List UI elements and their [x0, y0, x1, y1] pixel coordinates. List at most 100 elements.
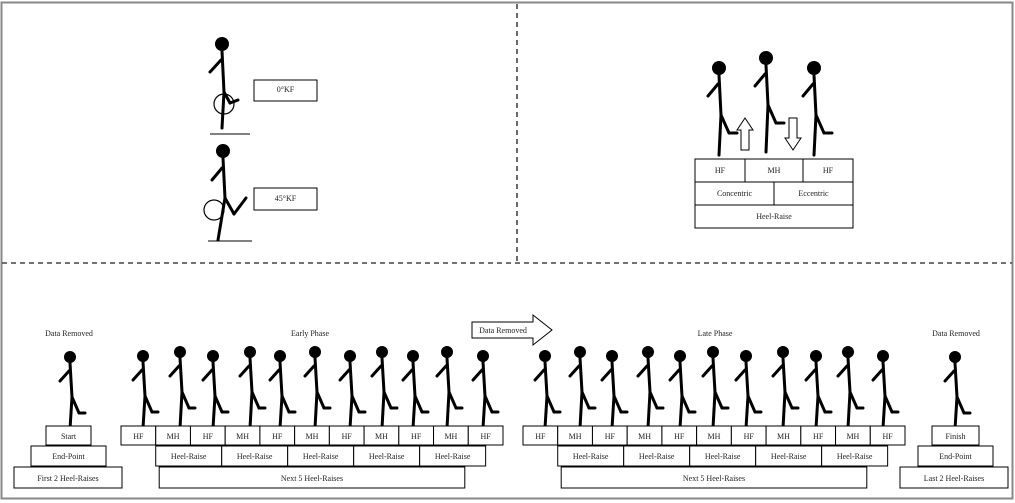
- knee-circle-0kf: [213, 93, 235, 115]
- figure-early-7: [338, 350, 367, 430]
- late-row2-cell: [821, 445, 889, 467]
- finish-label: Finish: [945, 432, 966, 441]
- early-phase-grid: [120, 425, 504, 489]
- late-row3-label: Next 5 Heel-Raises: [682, 474, 746, 483]
- early-phase-label: Early Phase: [291, 329, 329, 338]
- early-row1-cell: [467, 425, 504, 446]
- first-heel-raises-label: First 2 Heel-Raises: [37, 474, 99, 483]
- figure-late-2: [568, 346, 597, 430]
- early-row1-label: HF: [480, 432, 491, 441]
- early-row2-label: Heel-Raise: [434, 452, 471, 461]
- first-heel-raises-box: [13, 466, 123, 489]
- early-row2-label: Heel-Raise: [170, 452, 207, 461]
- figure-late-10: [836, 346, 865, 430]
- late-row1-label: HF: [674, 432, 685, 441]
- knee-circle-45kf: [203, 199, 225, 221]
- heel-raise-label: Heel-Raise: [756, 212, 792, 221]
- top-left-panel: [203, 37, 318, 242]
- figure-0kf: [208, 37, 240, 130]
- last-heel-raises-box: [899, 466, 1009, 489]
- data-removed-left-label: Data Removed: [45, 329, 93, 338]
- figure-late-7: [734, 350, 763, 430]
- condition-label-45kf: 45°KF: [274, 194, 297, 203]
- figure-early-6: [303, 346, 332, 430]
- late-row1-label: MH: [568, 432, 582, 441]
- figure-mh: [753, 51, 786, 154]
- arrow-label: Data Removed: [479, 326, 527, 335]
- figure-early-4: [238, 346, 267, 430]
- early-row2-label: Heel-Raise: [302, 452, 339, 461]
- late-row2-label: Heel-Raise: [836, 452, 873, 461]
- figure-late-5: [668, 350, 697, 430]
- figure-finish: [943, 351, 972, 431]
- start-box: [45, 425, 92, 446]
- figure-start: [58, 351, 87, 431]
- figure-early-5: [268, 350, 297, 430]
- down-arrow-icon: [784, 117, 802, 151]
- early-row1-label: MH: [166, 432, 180, 441]
- top-right-panel: [694, 51, 854, 229]
- eccentric-label: Eccentric: [798, 189, 829, 198]
- early-row3-label: Next 5 Heel-Raises: [280, 474, 344, 483]
- figure-early-1: [131, 350, 160, 430]
- condition-box-45kf: [253, 187, 318, 211]
- late-row1-label: HF: [604, 432, 615, 441]
- start-endpoint-label: End-Point: [52, 452, 85, 461]
- late-row1-label: HF: [743, 432, 754, 441]
- figure-late-4: [636, 346, 665, 430]
- bottom-figures: [58, 346, 972, 431]
- late-row1-cell: [869, 425, 906, 446]
- late-row2-label: Heel-Raise: [770, 452, 807, 461]
- start-label: Start: [60, 432, 77, 441]
- data-removed-right-label: Data Removed: [932, 329, 980, 338]
- figure-hf-2: [801, 61, 834, 157]
- early-row1-label: HF: [133, 432, 144, 441]
- late-phase-grid: [522, 425, 906, 489]
- last-heel-raises-label: Last 2 Heel-Raises: [923, 474, 985, 483]
- early-row1-label: HF: [202, 432, 213, 441]
- early-row1-label: HF: [411, 432, 422, 441]
- late-row1-label: MH: [846, 432, 860, 441]
- early-row1-label: HF: [272, 432, 283, 441]
- figure-early-2: [168, 346, 197, 430]
- figure-late-11: [871, 350, 900, 430]
- early-row1-label: MH: [236, 432, 249, 441]
- figure-early-3: [201, 350, 230, 430]
- early-row2-label: Heel-Raise: [236, 452, 273, 461]
- concentric-label: Concentric: [716, 189, 753, 198]
- figure-late-1: [533, 350, 562, 430]
- figure-late-3: [600, 350, 629, 430]
- late-row1-label: MH: [776, 432, 790, 441]
- figure-early-11: [471, 350, 500, 430]
- data-removed-arrow: [471, 313, 553, 347]
- late-row1-label: MH: [638, 432, 651, 441]
- figure-early-8: [370, 346, 399, 430]
- early-row1-label: MH: [305, 432, 319, 441]
- phase-label-mh: MH: [767, 166, 781, 175]
- late-row1-label: HF: [882, 432, 893, 441]
- condition-label-0kf: 0°KF: [276, 85, 295, 94]
- late-row2-label: Heel-Raise: [704, 452, 741, 461]
- figure-early-10: [435, 346, 464, 430]
- late-row1-label: HF: [535, 432, 546, 441]
- early-row2-label: Heel-Raise: [368, 452, 405, 461]
- condition-box-0kf: [253, 79, 318, 102]
- early-row2-cell: [419, 445, 487, 467]
- heel-raise-cell: [694, 204, 854, 229]
- late-row1-label: MH: [707, 432, 721, 441]
- early-row3-cell: [158, 466, 466, 489]
- start-endpoint-box: [30, 445, 107, 467]
- late-row2-label: Heel-Raise: [572, 452, 609, 461]
- late-row3-cell: [560, 466, 868, 489]
- early-row1-label: MH: [374, 432, 388, 441]
- figure-late-8: [771, 346, 800, 430]
- early-row1-label: MH: [444, 432, 458, 441]
- figure-early-9: [401, 350, 430, 430]
- figure-late-6: [701, 346, 730, 430]
- late-row1-label: HF: [813, 432, 824, 441]
- figure-hf-1: [706, 61, 739, 157]
- late-phase-label: Late Phase: [697, 329, 733, 338]
- finish-endpoint-label: End-Point: [939, 452, 972, 461]
